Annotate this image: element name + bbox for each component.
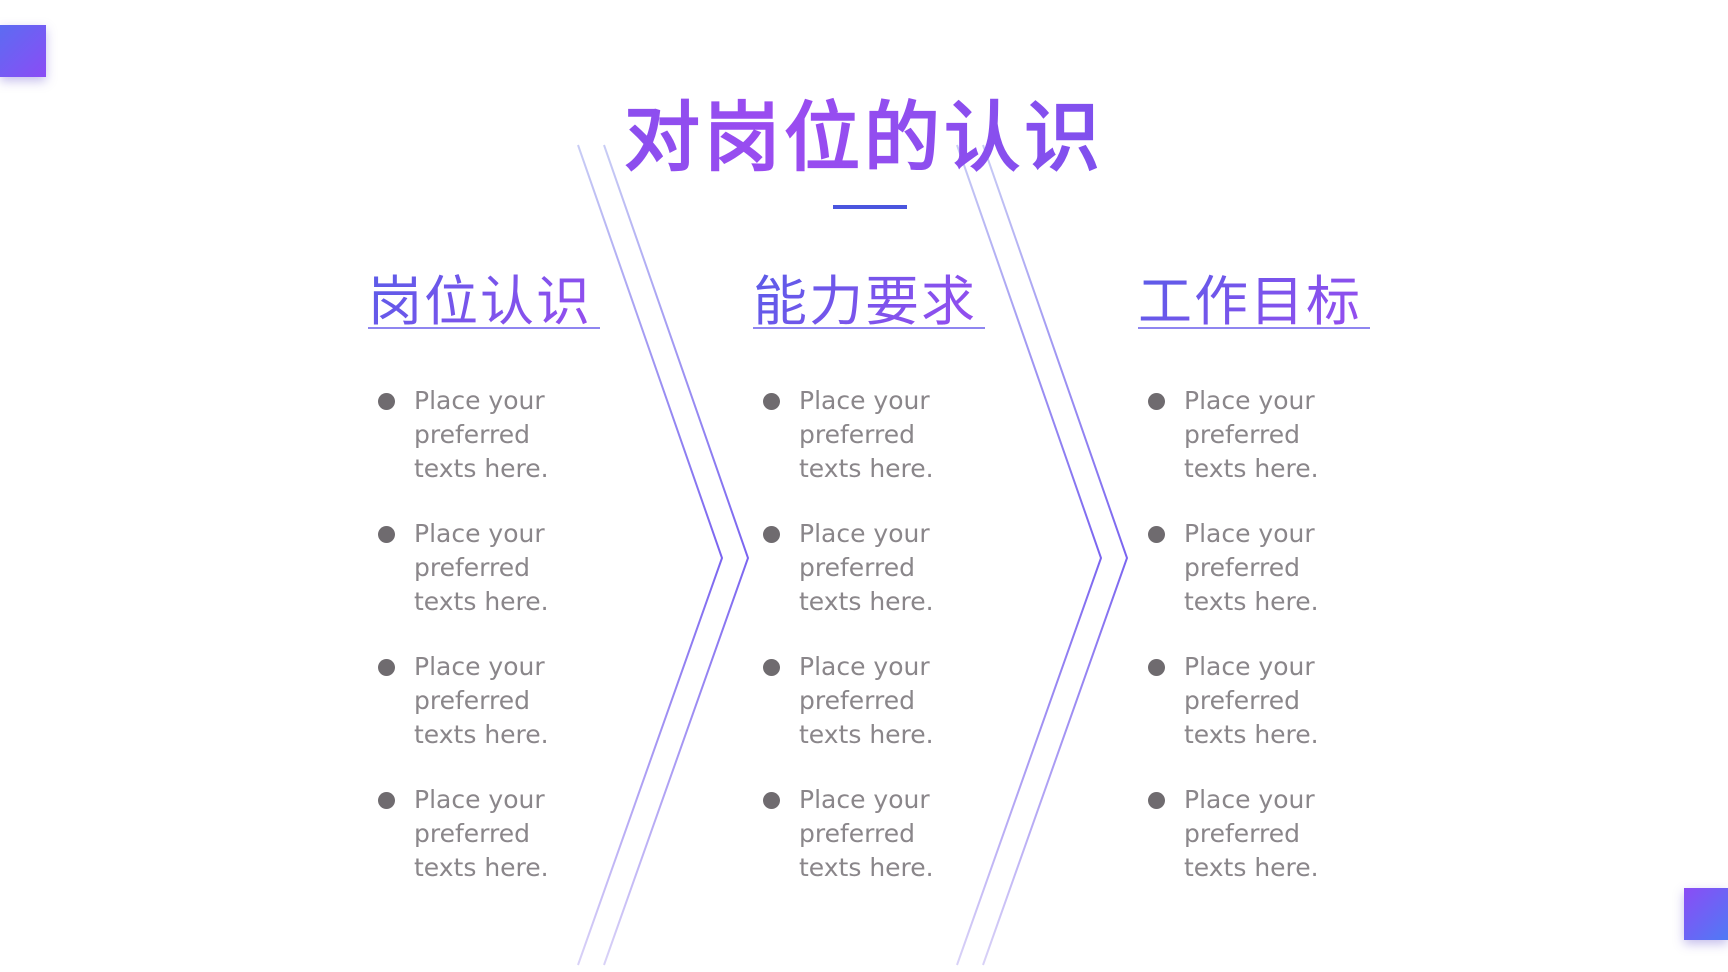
bullet-dot-icon — [378, 526, 395, 543]
bullet-text: Place your preferred texts here. — [799, 652, 934, 749]
bullet-text: Place your preferred texts here. — [414, 785, 549, 882]
bullet-text: Place your preferred texts here. — [414, 519, 549, 616]
bullet-dot-icon — [378, 792, 395, 809]
page-title: 对岗位的认识 — [0, 88, 1728, 188]
column-1: 岗位认识 Place your preferred texts here. Pl… — [368, 268, 600, 882]
list-item: Place your preferred texts here. — [368, 783, 600, 916]
chevron-line-2b — [982, 144, 1129, 966]
chevron-line-1b — [603, 144, 750, 966]
bullet-text: Place your preferred texts here. — [799, 519, 934, 616]
bullet-list: Place your preferred texts here. Place y… — [1138, 384, 1370, 916]
column-3: 工作目标 Place your preferred texts here. Pl… — [1138, 268, 1370, 882]
list-item: Place your preferred texts here. — [1138, 783, 1370, 916]
bullet-text: Place your preferred texts here. — [414, 652, 549, 749]
chevron-line-1a — [577, 144, 724, 966]
list-item: Place your preferred texts here. — [1138, 384, 1370, 517]
list-item: Place your preferred texts here. — [753, 517, 985, 650]
bullet-dot-icon — [1148, 659, 1165, 676]
bullet-dot-icon — [763, 393, 780, 410]
bullet-dot-icon — [1148, 526, 1165, 543]
bullet-text: Place your preferred texts here. — [1184, 519, 1319, 616]
bullet-dot-icon — [1148, 393, 1165, 410]
column-heading: 工作目标 — [1138, 268, 1370, 336]
list-item: Place your preferred texts here. — [368, 517, 600, 650]
column-heading-rule — [1138, 327, 1370, 329]
list-item: Place your preferred texts here. — [368, 384, 600, 517]
corner-accent-bottom-right — [1684, 888, 1728, 940]
column-heading-rule — [753, 327, 985, 329]
bullet-list: Place your preferred texts here. Place y… — [368, 384, 600, 916]
column-heading: 能力要求 — [753, 268, 985, 336]
list-item: Place your preferred texts here. — [753, 783, 985, 916]
list-item: Place your preferred texts here. — [1138, 650, 1370, 783]
column-heading: 岗位认识 — [368, 268, 600, 336]
bullet-text: Place your preferred texts here. — [1184, 386, 1319, 483]
bullet-text: Place your preferred texts here. — [799, 386, 934, 483]
list-item: Place your preferred texts here. — [1138, 517, 1370, 650]
bullet-text: Place your preferred texts here. — [1184, 652, 1319, 749]
list-item: Place your preferred texts here. — [753, 384, 985, 517]
bullet-dot-icon — [1148, 792, 1165, 809]
bullet-text: Place your preferred texts here. — [799, 785, 934, 882]
list-item: Place your preferred texts here. — [368, 650, 600, 783]
chevron-line-2a — [956, 144, 1103, 966]
list-item: Place your preferred texts here. — [753, 650, 985, 783]
column-heading-rule — [368, 327, 600, 329]
bullet-dot-icon — [763, 792, 780, 809]
bullet-dot-icon — [763, 526, 780, 543]
bullet-text: Place your preferred texts here. — [414, 386, 549, 483]
bullet-text: Place your preferred texts here. — [1184, 785, 1319, 882]
bullet-dot-icon — [378, 659, 395, 676]
corner-accent-top-left — [0, 25, 46, 77]
bullet-list: Place your preferred texts here. Place y… — [753, 384, 985, 916]
title-underline — [833, 205, 907, 209]
bullet-dot-icon — [378, 393, 395, 410]
column-2: 能力要求 Place your preferred texts here. Pl… — [753, 268, 985, 882]
bullet-dot-icon — [763, 659, 780, 676]
